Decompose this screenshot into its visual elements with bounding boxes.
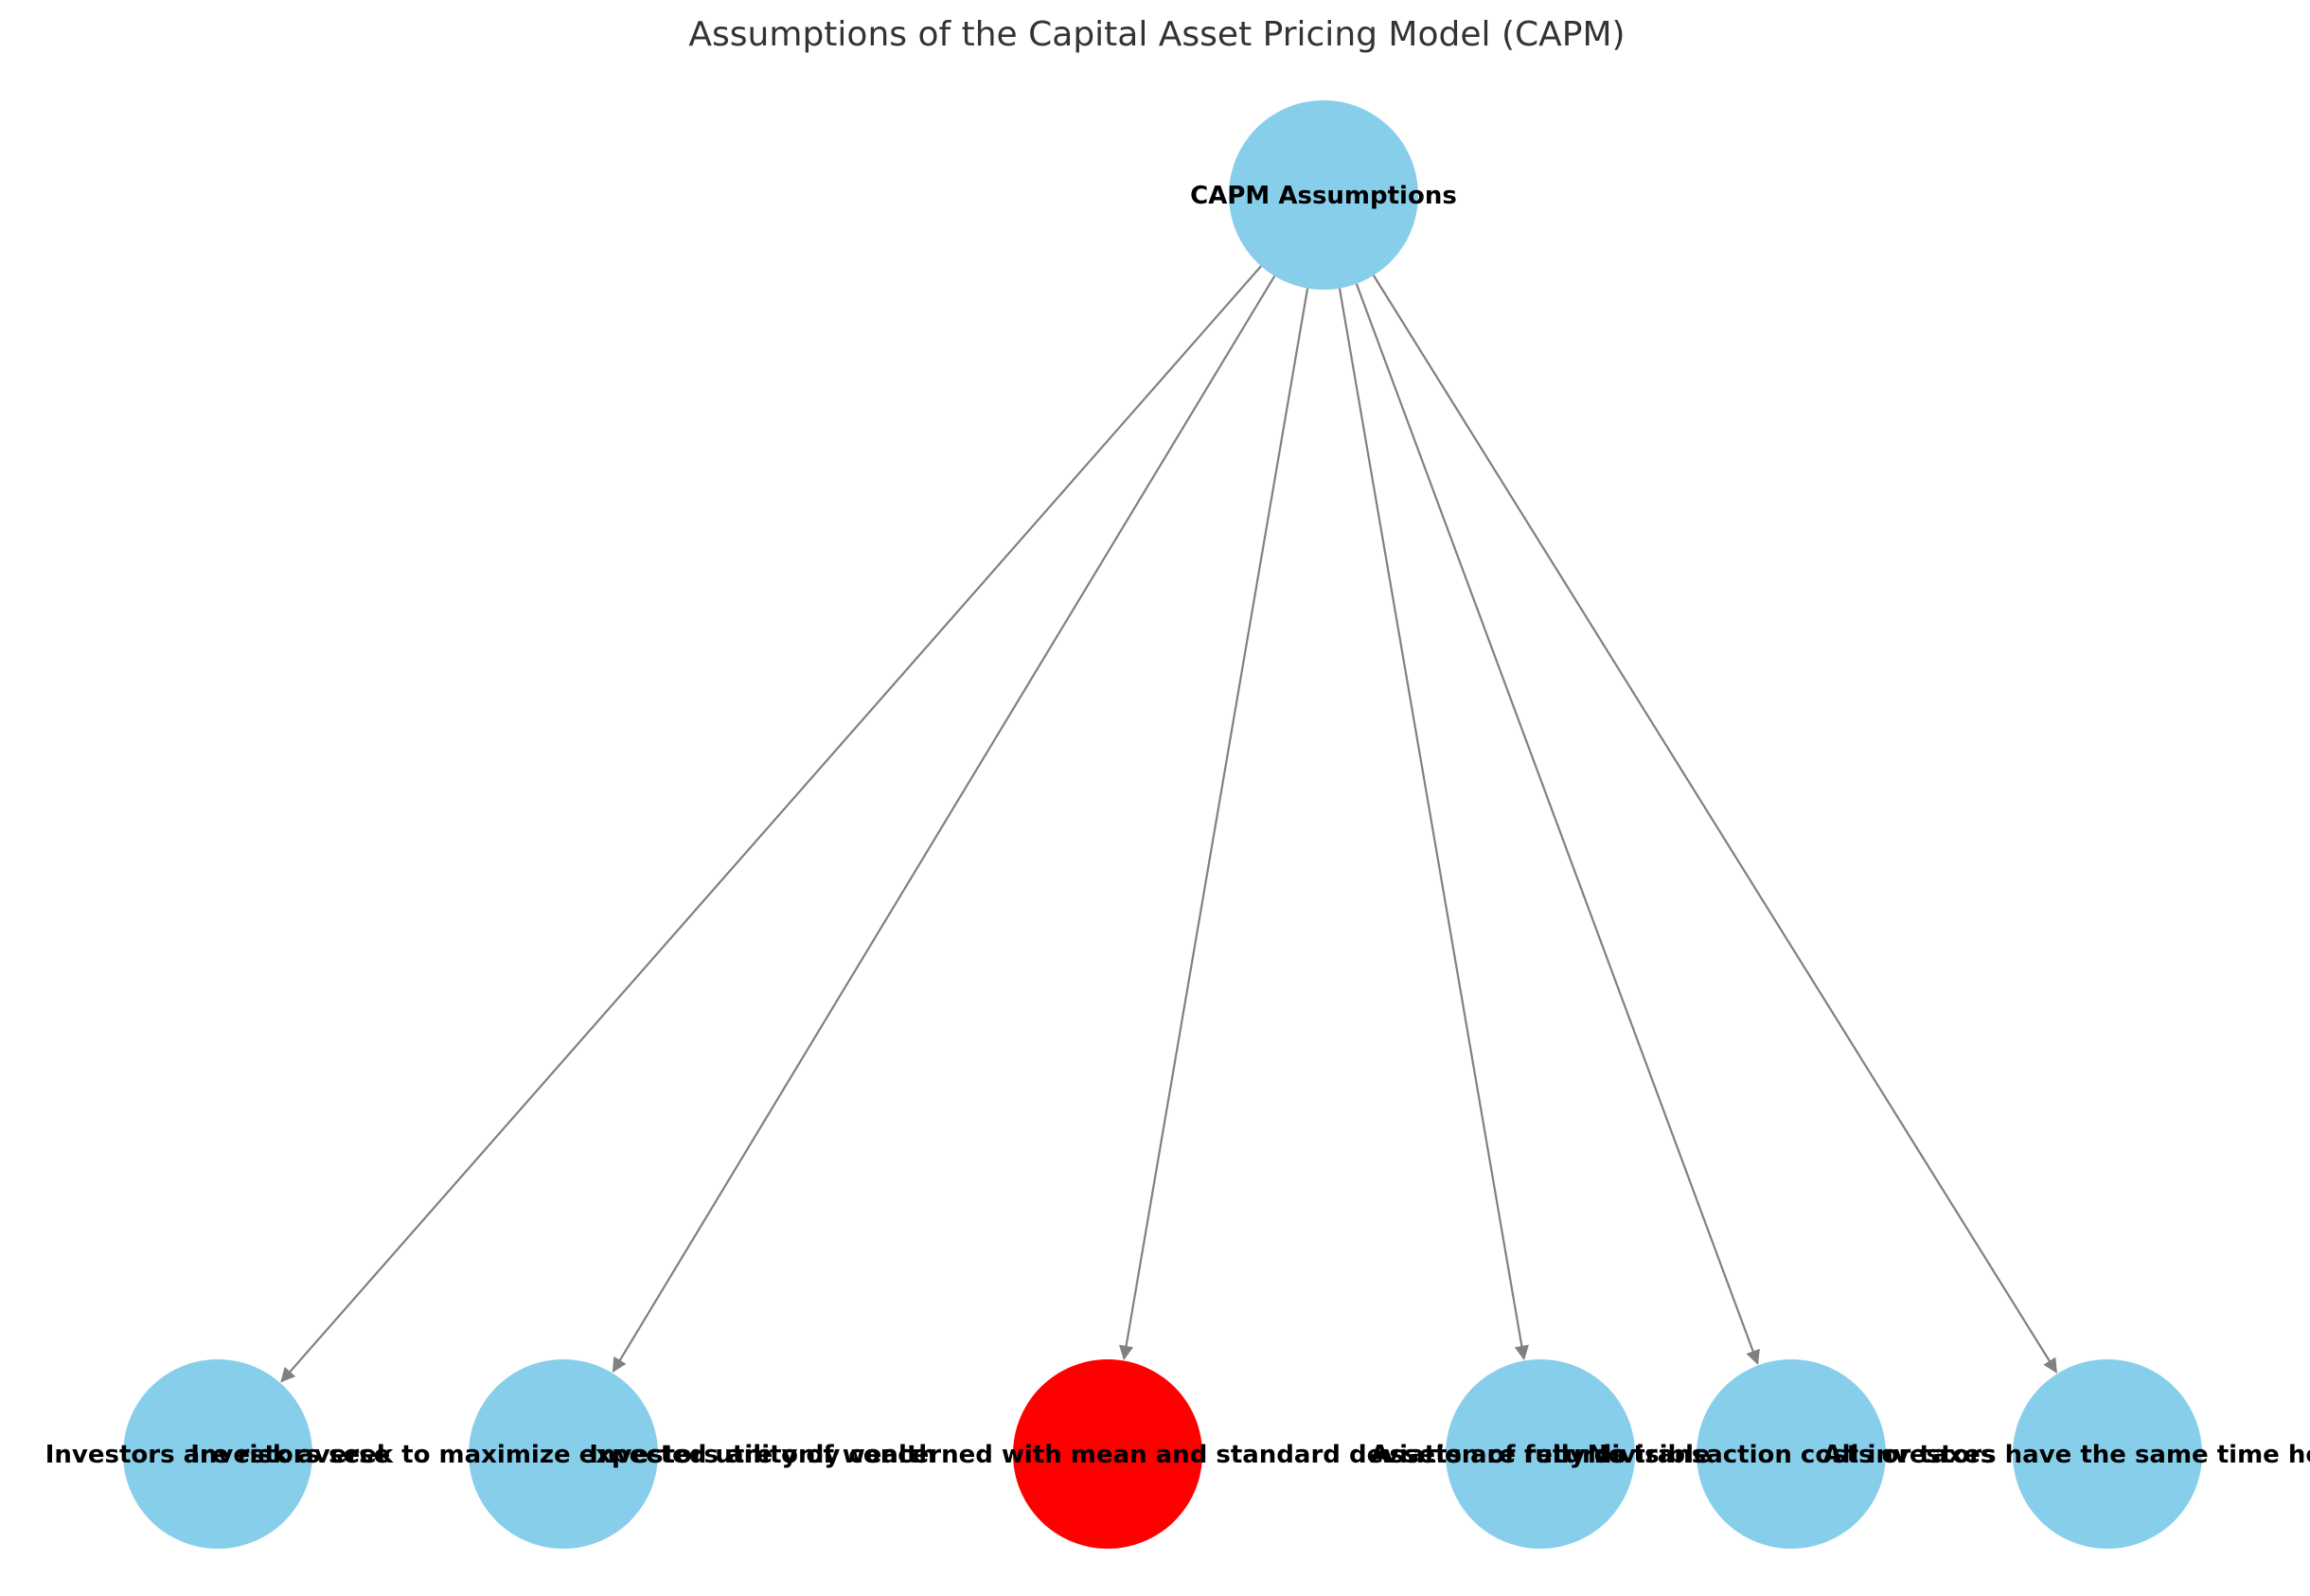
nodes-group bbox=[123, 100, 2202, 1549]
edge-capm-to-assumption-2 bbox=[612, 275, 1276, 1373]
edge-capm-to-assumption-3 bbox=[1118, 288, 1309, 1360]
node-assumption-2 bbox=[469, 1359, 658, 1549]
edge-capm-to-assumption-4 bbox=[1338, 288, 1529, 1360]
node-assumption-4 bbox=[1446, 1359, 1635, 1549]
node-label-assumption-1: Investors are risk averse bbox=[45, 1441, 391, 1469]
node-assumption-1 bbox=[123, 1359, 312, 1549]
node-assumption-5 bbox=[1697, 1359, 1886, 1549]
edges-group bbox=[280, 265, 2058, 1383]
edge-capm-to-assumption-5 bbox=[1355, 283, 1760, 1365]
edge-capm-to-assumption-1 bbox=[280, 265, 1262, 1383]
edge-capm-to-assumption-6 bbox=[1372, 275, 2058, 1374]
node-label-assumption-2: Investors seek to maximize expected util… bbox=[190, 1441, 936, 1469]
node-assumption-3 bbox=[1013, 1359, 1202, 1549]
node-label-assumption-6: All investors have the same time horizon bbox=[1823, 1441, 2310, 1469]
node-label-assumption-4: Assets are fully divisible bbox=[1370, 1441, 1710, 1469]
node-label-root: CAPM Assumptions bbox=[1190, 182, 1457, 210]
node-label-assumption-5: No transaction costs or taxes bbox=[1588, 1441, 1995, 1469]
node-assumption-6 bbox=[2013, 1359, 2202, 1549]
node-capm-assumptions bbox=[1229, 100, 1418, 290]
diagram-title: Assumptions of the Capital Asset Pricing… bbox=[688, 15, 1625, 54]
node-label-assumption-3: Investors are only concerned with mean a… bbox=[589, 1441, 1626, 1469]
